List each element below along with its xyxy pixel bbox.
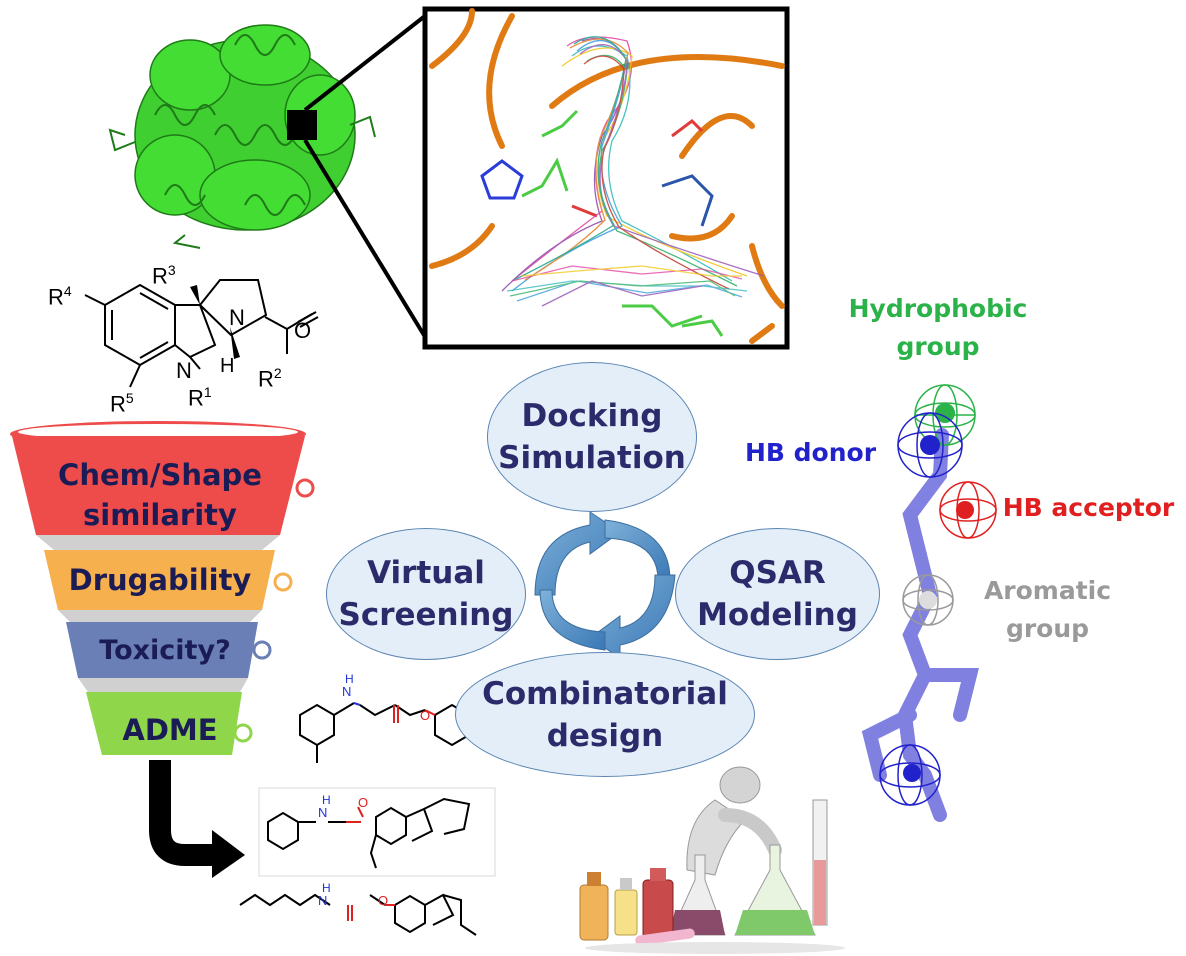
ellipse-docking-simulation: Docking Simulation: [487, 362, 697, 512]
pharmacophore-model: [861, 384, 997, 822]
scaffold-r2: R2: [258, 365, 282, 392]
funnel-tier-chem-shape: Chem/Shape similarity: [58, 458, 262, 532]
scaffold-h: H: [220, 355, 235, 377]
label-hydrophobic-group: Hydrophobic group: [848, 294, 1028, 361]
cycle-arrows: [534, 511, 676, 659]
label-aromatic-group: Aromatic group: [983, 576, 1112, 643]
mol1-n: N: [342, 684, 352, 699]
scaffold-r4: R4: [48, 283, 72, 310]
label-hb-acceptor: HB acceptor: [1002, 493, 1175, 522]
scaffold-o: O: [294, 318, 312, 343]
scaffold-r1: R1: [188, 384, 212, 411]
candidate-molecule-2: [258, 787, 496, 877]
lab-illustration: [579, 766, 845, 954]
mol2-n: N: [318, 805, 328, 820]
pocket-marker: [287, 110, 317, 140]
scaffold-r3: R3: [152, 262, 176, 289]
ellipse-qsar-modeling: QSAR Modeling: [675, 528, 880, 660]
mol1-o: O: [420, 708, 431, 723]
mol1-h: H: [345, 672, 354, 686]
funnel-graphic: [10, 421, 315, 755]
mol3-n: N: [318, 893, 328, 908]
funnel-tier-toxicity: Toxicity?: [99, 634, 231, 666]
protein-structure: [108, 24, 376, 249]
funnel-tier-adme: ADME: [122, 713, 218, 747]
ellipse-combinatorial-design: Combinatorial design: [455, 652, 755, 777]
ellipse-virtual-screening: Virtual Screening: [326, 528, 526, 660]
scaffold-n-indoline: N: [176, 358, 192, 383]
candidate-molecule-3: [239, 893, 477, 936]
scaffold-structure: [84, 279, 319, 388]
funnel-output-arrow: [149, 760, 245, 878]
scaffold-n-amide: N: [229, 305, 245, 330]
mol3-o: O: [378, 893, 389, 908]
funnel-tier-drugability: Drugability: [68, 563, 252, 597]
scaffold-r5: R5: [110, 390, 134, 417]
docking-pose-panel: [422, 6, 790, 350]
label-hb-donor: HB donor: [744, 438, 877, 467]
mol3-h: H: [322, 881, 331, 895]
mol2-o: O: [358, 795, 369, 810]
candidate-molecule-1: [299, 702, 490, 763]
mol2-h: H: [322, 793, 331, 807]
